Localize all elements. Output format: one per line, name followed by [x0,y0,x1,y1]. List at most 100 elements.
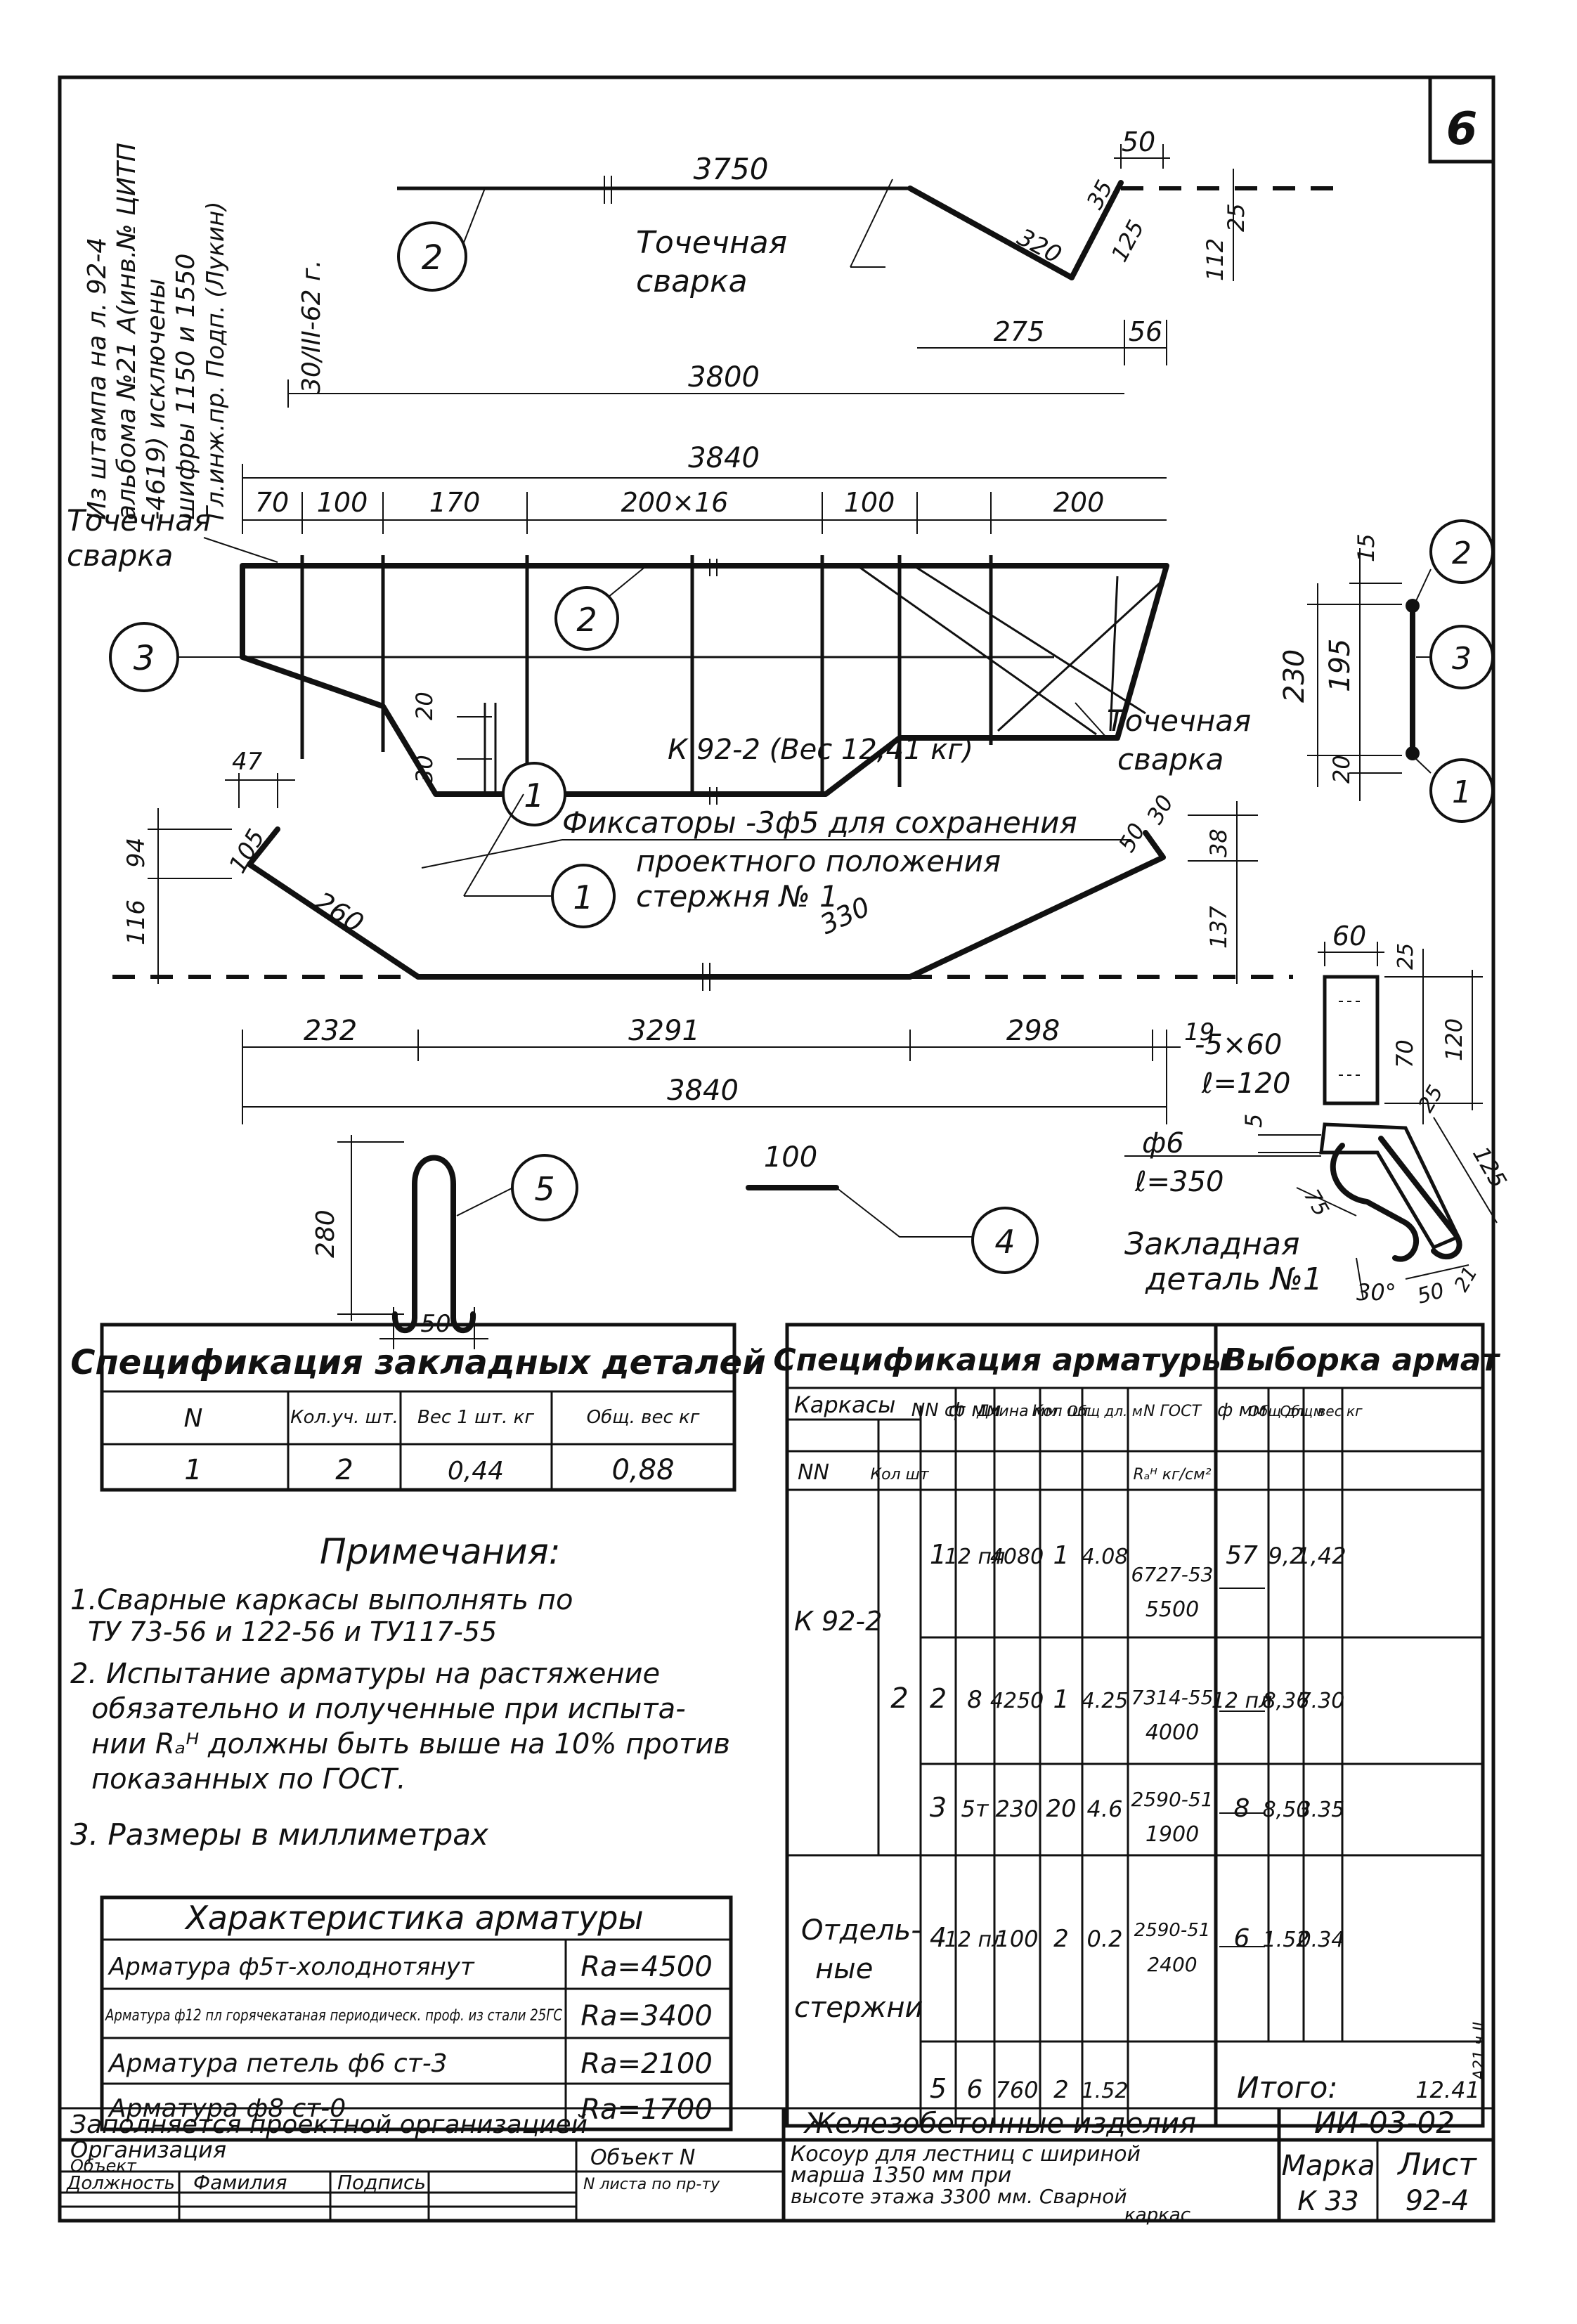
svg-text:275: 275 [994,316,1045,347]
side-stamp-line2: альбома №21 А(инв.№ ЦИТП [112,143,141,520]
svg-text:50: 50 [1113,819,1150,857]
svg-text:30: 30 [1141,791,1179,829]
svg-text:сварка: сварка [1117,742,1224,777]
svg-text:NN: NN [798,1460,829,1485]
svg-text:Кол.уч. шт.: Кол.уч. шт. [290,1407,398,1428]
svg-text:Арматура петель ф6 ст-3: Арматура петель ф6 ст-3 [108,2049,448,2078]
svg-text:Каркасы: Каркасы [794,1391,895,1418]
svg-text:ℓ=350: ℓ=350 [1134,1166,1224,1198]
svg-text:21: 21 [1449,1262,1481,1295]
svg-text:30: 30 [411,755,438,784]
side-stamp-line3: -4619) исключены [142,278,171,520]
rebar-sample-title: Выборка армат [1223,1342,1500,1378]
bar-4-detail: 100 4 [746,1141,1039,1274]
title-series: ИИ-03-02 [1314,2105,1455,2140]
svg-text:232: 232 [304,1015,357,1047]
svg-text:120: 120 [1441,1018,1467,1061]
svg-text:Организация: Организация [70,2136,226,2163]
side-stamp-line5: Гл.инж.пр. Подп. (Лукин) [202,202,230,520]
svg-text:200×16: 200×16 [621,487,729,518]
svg-text:3: 3 [930,1792,947,1823]
svg-text:3. Размеры в миллиметрах: 3. Размеры в миллиметрах [70,1817,489,1852]
svg-text:Объект: Объект [70,2156,137,2176]
svg-text:112: 112 [1202,238,1228,281]
svg-text:6: 6 [1234,1924,1250,1953]
position-circle-1-frame [502,762,566,826]
svg-text:ф мм: ф мм [1217,1400,1266,1421]
svg-text:0,44: 0,44 [448,1457,504,1486]
svg-text:высоте этажа 3300 мм. Сварной: высоте этажа 3300 мм. Сварной [791,2185,1127,2208]
svg-text:1: 1 [524,777,544,814]
svg-text:50: 50 [1415,1278,1447,1309]
svg-text:25: 25 [1223,203,1250,232]
svg-text:5т: 5т [961,1796,989,1822]
svg-text:марша 1350 мм при: марша 1350 мм при [791,2163,1011,2188]
bar-1-detail: 47 105 94 116 260 330 50 30 38 137 1 Фик… [112,748,1293,1124]
svg-text:70: 70 [1391,1039,1418,1068]
svg-text:Подпись: Подпись [337,2171,426,2194]
svg-text:2: 2 [1053,2076,1069,2104]
svg-text:195: 195 [1324,639,1356,692]
side-stamp-line4: шифры 1150 и 1550 [171,254,200,520]
svg-text:1: 1 [1053,1541,1070,1570]
svg-text:2400: 2400 [1147,1953,1197,1976]
svg-text:1,42: 1,42 [1296,1543,1346,1569]
title-filled-by: Заполняется проектной организацией [70,2110,588,2139]
svg-text:Общ. вес кг: Общ. вес кг [587,1407,700,1428]
position-circle-4 [971,1207,1039,1274]
svg-text:Длина мм: Длина мм [976,1403,1057,1420]
svg-text:5: 5 [534,1170,554,1208]
svg-text:1: 1 [930,1539,947,1570]
svg-text:6727-53: 6727-53 [1131,1563,1214,1586]
svg-text:Ra=4500: Ra=4500 [580,1951,713,1983]
svg-text:ные: ные [815,1953,873,1985]
svg-text:60: 60 [1332,921,1366,952]
position-circle-2-frame [554,586,619,651]
svg-text:1900: 1900 [1146,1822,1199,1847]
position-circle-2-section [1429,519,1494,584]
detail-caption-2: деталь №1 [1145,1261,1323,1297]
svg-text:N: N [184,1404,203,1433]
fixator-note-1: Фиксаторы -3ф5 для сохранения [562,805,1077,840]
svg-text:8: 8 [967,1686,982,1714]
svg-text:100: 100 [317,487,368,518]
svg-text:100: 100 [764,1141,817,1174]
svg-text:3291: 3291 [628,1015,700,1047]
svg-text:20: 20 [411,692,438,720]
top-bar-detail: 50 3750 320 35 125 25 112 Точечная сварк… [397,126,1335,299]
notes-title: Примечания: [320,1531,561,1572]
side-stamp-date: 30/III-62 г. [297,260,326,394]
svg-text:9,2: 9,2 [1268,1543,1304,1569]
svg-text:35: 35 [1082,176,1119,214]
svg-text:2: 2 [422,238,443,278]
svg-text:4.25: 4.25 [1082,1689,1129,1713]
svg-text:4.6: 4.6 [1087,1796,1123,1822]
svg-text:94: 94 [122,838,150,868]
svg-text:3840: 3840 [667,1075,739,1107]
svg-text:170: 170 [429,487,481,518]
svg-text:230: 230 [995,1796,1038,1822]
svg-text:1: 1 [573,878,593,916]
svg-text:сварка: сварка [636,264,748,299]
position-circle-2-top [397,221,467,292]
svg-text:19: 19 [1184,1018,1214,1046]
title-block: Заполняется проектной организацией Орган… [58,2022,1495,2226]
svg-text:4: 4 [994,1223,1015,1261]
svg-text:5: 5 [930,2073,947,2104]
svg-text:2: 2 [890,1682,908,1715]
svg-text:3: 3 [1452,641,1472,677]
svg-text:15: 15 [1353,533,1380,562]
rebar-spec-table: Спецификация арматуры Выборка армат Карк… [773,1323,1500,2128]
cross-section: 15 230 195 20 2 3 1 [1278,519,1494,823]
top-spot-weld-label: Точечная [636,225,787,261]
svg-text:стержни: стержни [794,1992,923,2024]
svg-text:Rₐᴴ кг/см²: Rₐᴴ кг/см² [1133,1466,1211,1484]
embedded-spec-table: Спецификация закладных деталей N Кол.уч.… [70,1323,766,1492]
left-spot-weld-label: Точечная [67,503,211,538]
svg-text:5: 5 [1240,1114,1267,1128]
svg-text:Вес 1 шт. кг: Вес 1 шт. кг [417,1407,534,1428]
svg-text:2. Испытание арматуры на растя: 2. Испытание арматуры на растяжение [70,1658,660,1690]
svg-text:нии Rₐᴴ должны быть выше на 10: нии Rₐᴴ должны быть выше на 10% против [91,1728,730,1760]
svg-text:1.52: 1.52 [1263,1928,1310,1952]
